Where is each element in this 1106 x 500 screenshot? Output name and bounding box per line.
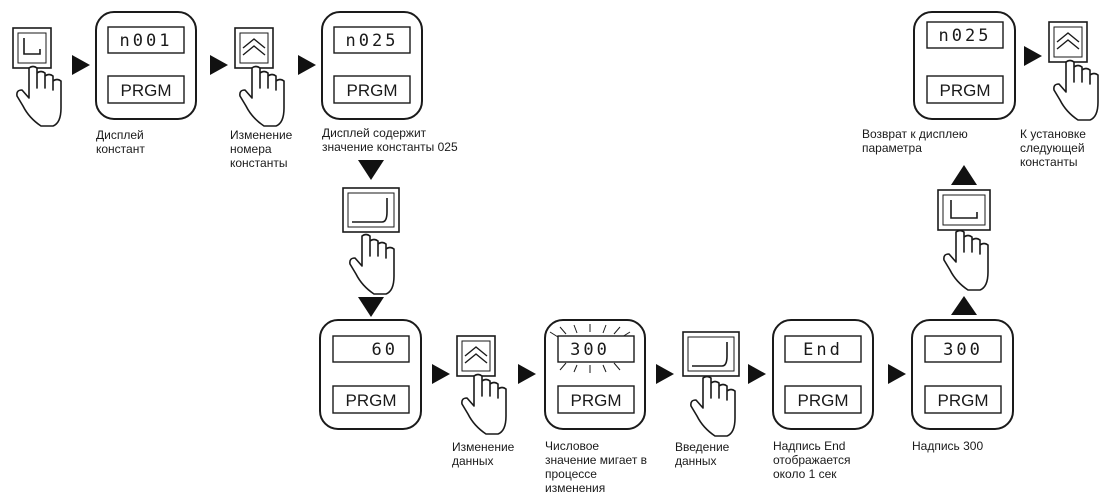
arrow-right-icon <box>72 55 90 75</box>
pressing-hand-icon <box>1053 59 1099 121</box>
display-value: n025 <box>346 31 399 51</box>
mode-label: PRGM <box>121 81 172 100</box>
caption-label-300: Надпись 300 <box>912 439 984 453</box>
caption-constant-display: Дисплей констант <box>96 128 145 156</box>
display-value: 60 <box>372 340 398 360</box>
pressing-hand-icon <box>943 229 989 291</box>
arrow-right-icon <box>210 55 228 75</box>
arrow-right-icon <box>748 364 766 384</box>
display-panel-300: 300 PRGM <box>911 319 1014 430</box>
mode-label: PRGM <box>347 81 398 100</box>
caption-next-constant: К установке следующей константы <box>1020 127 1086 169</box>
arrow-right-icon <box>888 364 906 384</box>
caption-change-data: Изменение данных <box>452 440 515 468</box>
up-key-icon[interactable] <box>456 335 496 377</box>
blink-rays-icon <box>549 324 631 373</box>
enter-key-icon[interactable] <box>12 27 52 69</box>
caption-change-number: Изменение номера константы <box>230 128 293 170</box>
arrow-up-icon <box>951 296 977 315</box>
caption-return-display: Возврат к дисплею параметра <box>862 127 968 155</box>
enter-write-key-icon[interactable] <box>682 331 740 377</box>
arrow-right-icon <box>518 364 536 384</box>
arrow-down-icon <box>358 160 384 180</box>
enter-key-icon[interactable] <box>937 189 991 231</box>
mode-label: PRGM <box>940 81 991 100</box>
pressing-hand-icon <box>690 375 736 437</box>
pressing-hand-icon <box>16 65 62 127</box>
caption-display-contains: Дисплей содержит значение константы 025 <box>322 126 458 154</box>
pressing-hand-icon <box>349 233 395 295</box>
caption-end-shown: Надпись End отображается около 1 сек <box>773 439 851 481</box>
display-value: n025 <box>939 26 992 46</box>
arrow-down-icon <box>358 297 384 317</box>
arrow-right-icon <box>298 55 316 75</box>
pressing-hand-icon <box>239 65 285 127</box>
up-key-icon[interactable] <box>234 27 274 69</box>
display-panel-n025-return: n025 PRGM <box>913 11 1016 120</box>
enter-write-key-icon[interactable] <box>342 187 400 233</box>
arrow-right-icon <box>432 364 450 384</box>
display-panel-n001: n001 PRGM <box>95 11 197 120</box>
mode-label: PRGM <box>571 391 622 410</box>
arrow-up-icon <box>951 165 977 185</box>
mode-label: PRGM <box>798 391 849 410</box>
mode-label: PRGM <box>346 391 397 410</box>
display-value: End <box>803 340 843 360</box>
mode-label: PRGM <box>938 391 989 410</box>
display-value: 300 <box>570 340 610 360</box>
pressing-hand-icon <box>461 373 507 435</box>
caption-blinking-value: Числовое значение мигает в процессе изме… <box>545 439 648 495</box>
arrow-right-icon <box>656 364 674 384</box>
display-panel-60: 60 PRGM <box>319 319 422 430</box>
display-value: n001 <box>120 31 173 51</box>
display-value: 300 <box>943 340 983 360</box>
display-panel-end: End PRGM <box>772 319 874 430</box>
display-panel-n025: n025 PRGM <box>321 11 423 120</box>
up-key-icon[interactable] <box>1048 21 1088 63</box>
caption-enter-data: Введение данных <box>675 440 730 468</box>
display-panel-300-blinking: 300 PRGM <box>544 319 646 430</box>
arrow-right-icon <box>1024 46 1042 66</box>
